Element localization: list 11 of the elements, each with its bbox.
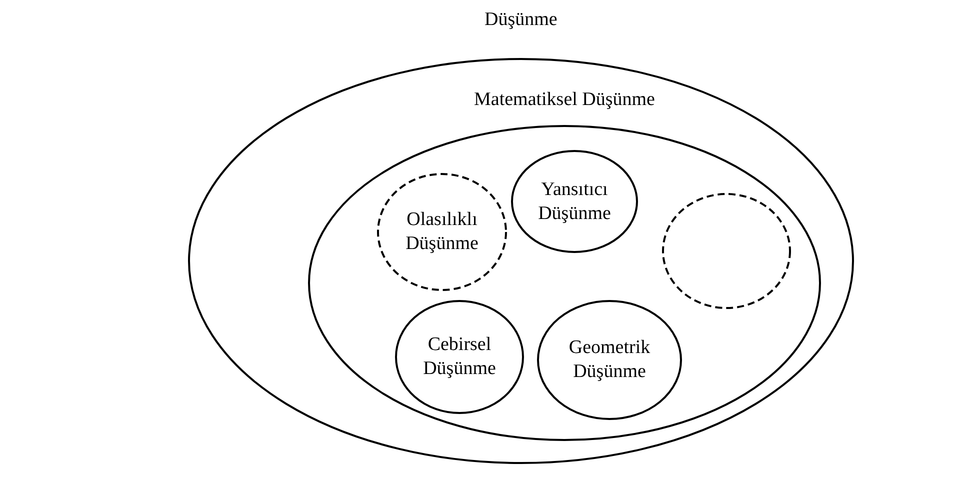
set-label: Matematiksel Düşünme [474, 88, 655, 112]
circle [537, 300, 682, 420]
circle-label: Yansıtıcı Düşünme [537, 178, 612, 226]
circle-label: Cebirsel Düşünme [422, 333, 497, 381]
dashed-circle [662, 193, 791, 309]
set-label: Düşünme [484, 8, 558, 32]
circle [395, 300, 524, 414]
circle-label: Geometrik Düşünme [568, 336, 652, 384]
circle [511, 150, 638, 253]
circle [377, 173, 507, 291]
circle-label: Olasılıklı Düşünme [404, 208, 480, 256]
